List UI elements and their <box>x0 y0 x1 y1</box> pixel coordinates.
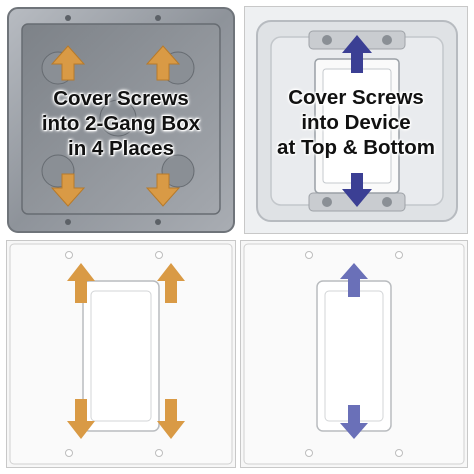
arrow-down-icon <box>145 173 181 207</box>
arrow-down-icon <box>67 399 95 439</box>
caption-line: Cover Screws <box>288 86 424 109</box>
arrow-up-icon <box>157 263 185 303</box>
two-gang-plate-panel <box>6 240 236 468</box>
arrow-up-icon <box>342 35 372 73</box>
arrow-down-icon <box>340 405 368 439</box>
plastic-box-caption: Cover Screws into Device at Top & Bottom <box>245 85 467 160</box>
caption-line: in 4 Places <box>68 137 174 160</box>
plastic-box-panel: Cover Screws into Device at Top & Bottom <box>244 6 468 234</box>
arrow-up-icon <box>340 263 368 297</box>
caption-line: at Top & Bottom <box>277 136 435 159</box>
one-gang-plate-panel <box>240 240 468 468</box>
two-gang-plate-illustration <box>9 243 233 465</box>
metal-box-caption: Cover Screws into 2-Gang Box in 4 Places <box>6 86 236 161</box>
arrow-up-icon <box>67 263 95 303</box>
plastic-box-illustration <box>256 20 458 222</box>
arrow-down-icon <box>342 173 372 207</box>
arrow-up-icon <box>50 45 86 81</box>
caption-line: into 2-Gang Box <box>41 112 201 135</box>
arrow-up-icon <box>145 45 181 81</box>
metal-box-panel: Cover Screws into 2-Gang Box in 4 Places <box>6 6 236 234</box>
caption-line: into Device <box>301 111 411 134</box>
caption-line: Cover Screws <box>53 87 189 110</box>
arrow-down-icon <box>157 399 185 439</box>
metal-box-illustration <box>7 7 235 233</box>
arrow-down-icon <box>50 173 86 207</box>
one-gang-plate-illustration <box>243 243 465 465</box>
